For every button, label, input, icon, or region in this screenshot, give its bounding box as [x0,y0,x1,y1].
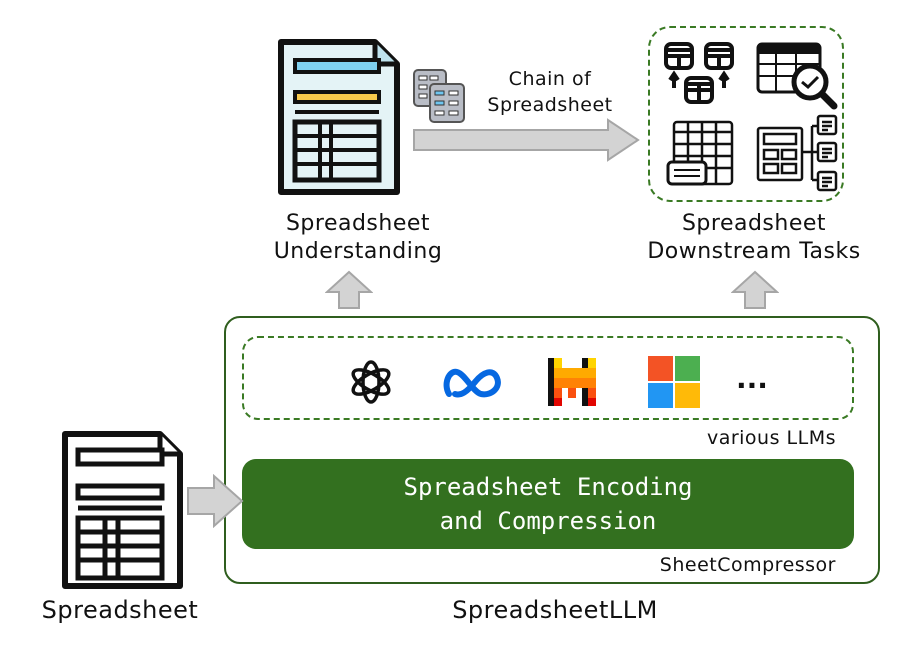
chain-label-line1: Chain of [508,68,592,90]
sheetcompressor-label: SheetCompressor [659,554,836,576]
various-llms-label: various LLMs [706,427,836,449]
mistral-logo-icon [548,358,596,406]
table-annotate-icon [666,120,734,186]
understanding-label: Spreadsheet Understanding [258,210,458,266]
chain-label-line2: Spreadsheet [487,94,613,116]
spreadsheet-document-color-icon [278,39,400,195]
downstream-tasks-box [648,26,844,202]
encoder-line1: Spreadsheet Encoding [403,473,693,501]
table-inspect-icon [756,42,838,110]
spreadsheetllm-box [224,316,880,584]
understanding-label-line1: Spreadsheet [285,211,431,236]
chain-arrow [413,118,640,162]
table-hierarchy-icon [756,114,838,192]
up-arrow-downstream [731,270,779,309]
spreadsheetllm-title: SpreadsheetLLM [452,596,658,624]
downstream-label-line2: Downstream Tasks [647,239,861,264]
chain-label: Chain of Spreadsheet [470,66,630,118]
llms-box [242,336,854,420]
stacked-sheets-icon [413,69,465,123]
more-llms-ellipsis: ... [736,362,768,395]
input-arrow [187,474,244,528]
understanding-label-line2: Understanding [273,239,443,264]
input-spreadsheet-label: Spreadsheet [41,596,199,624]
microsoft-logo-icon [648,356,700,408]
downstream-label-line1: Spreadsheet [681,211,827,236]
table-merge-icon [664,42,734,104]
meta-logo-icon [443,368,501,398]
downstream-label: Spreadsheet Downstream Tasks [616,210,892,266]
up-arrow-understanding [325,270,373,309]
sheetcompressor-block: Spreadsheet Encoding and Compression [242,459,854,549]
openai-logo-icon [351,360,391,404]
encoder-line2: and Compression [439,507,657,535]
spreadsheet-document-icon [62,431,183,589]
